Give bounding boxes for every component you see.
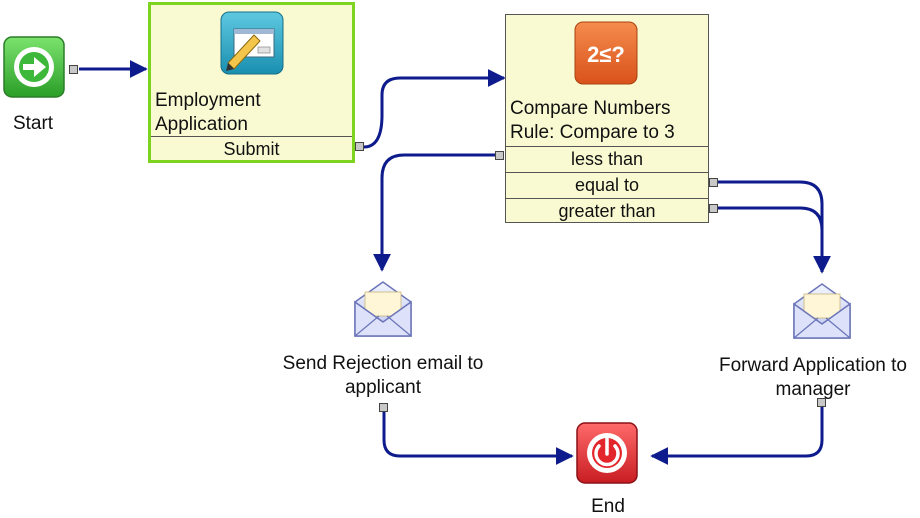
connector-greaterthan-to-forward [716,206,824,272]
rejection-label-line2: applicant [344,377,422,398]
compare-icon-text: 2≤? [587,42,625,67]
greater-than-outcome-row[interactable]: greater than [506,198,708,224]
end-node-icon[interactable] [575,421,639,485]
equal-to-outcome-row[interactable]: equal to [506,172,708,198]
compare-title-line2: Rule: Compare to 3 [510,122,675,143]
compare-numbers-icon: 2≤? [574,21,638,85]
submit-output-port[interactable] [355,142,364,151]
rejection-output-port[interactable] [379,403,388,412]
start-label: Start [12,113,54,134]
rejection-label-line1: Send Rejection email to [282,353,484,374]
forward-envelope-icon[interactable] [790,278,854,342]
start-output-port[interactable] [69,65,78,74]
less-than-port[interactable] [495,151,504,160]
start-node-icon[interactable] [2,35,66,99]
connector-lessthan-to-reject [373,153,500,272]
end-label: End [591,496,625,517]
forward-output-port[interactable] [817,398,826,407]
compare-numbers-activity[interactable]: 2≤? Compare Numbers Rule: Compare to 3 l… [505,14,709,223]
submit-outcome-row[interactable]: Submit [151,136,352,162]
connector-equalto-to-forward [716,180,831,274]
form-edit-icon [220,11,284,75]
connector-forward-to-end [650,405,824,465]
employment-title-line1: Employment [155,90,261,111]
equal-to-port[interactable] [709,178,718,187]
less-than-outcome-row[interactable]: less than [506,146,708,172]
compare-title-line1: Compare Numbers [510,98,671,119]
forward-label-line2: manager [775,379,851,400]
connector-submit-to-compare [363,69,506,149]
greater-than-port[interactable] [709,204,718,213]
forward-label-line1: Forward Application to [719,355,907,376]
rejection-envelope-icon[interactable] [351,276,415,340]
connector-reject-to-end [382,412,574,465]
employment-title-line2: Application [155,114,248,135]
employment-application-activity[interactable]: Employment Application Submit [148,2,355,163]
